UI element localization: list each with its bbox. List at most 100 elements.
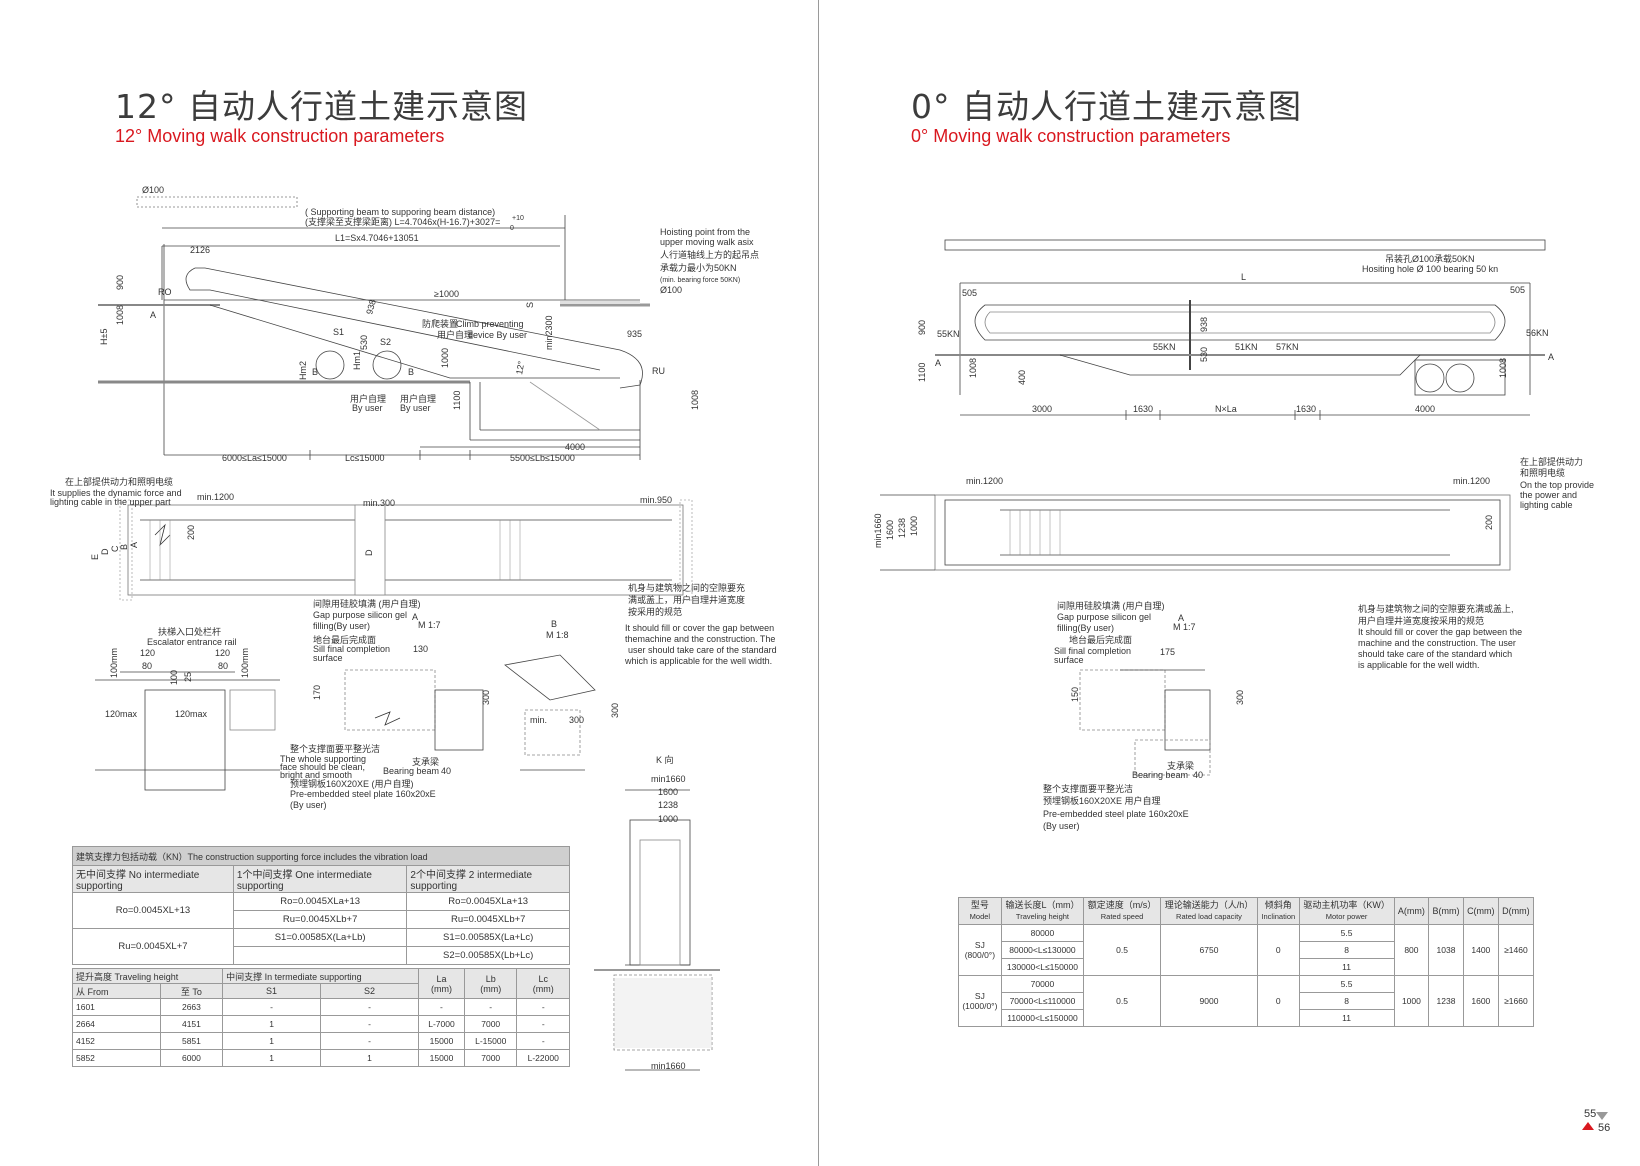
lbl-gap-en4: which is applicable for the well width. xyxy=(624,656,772,666)
arrow-up-icon xyxy=(1582,1122,1594,1130)
lbl-hoist-cn2: 承载力最小为50KN xyxy=(660,262,737,273)
table2-header-lc: Lc xyxy=(538,973,548,984)
lbl-face-en1: The whole supporting xyxy=(280,754,366,764)
lbl-80a: 80 xyxy=(142,661,152,671)
table2-header-la: La xyxy=(436,973,447,984)
r-lbl-plate-en2: (By user) xyxy=(1043,821,1080,831)
table1-cell: Ru=0.0045XLb+7 xyxy=(406,910,570,929)
lbl-1000: 1000 xyxy=(658,814,678,824)
lbl-120max-b: 120max xyxy=(175,709,208,719)
lbl-plate-en2: (By user) xyxy=(290,800,327,810)
table-row: SJ (1000/0°) 70000 0.5 9000 0 5.5 1000 1… xyxy=(958,975,1535,1027)
lbl-1008b: 1008 xyxy=(690,390,700,410)
lbl-sill-en2: surface xyxy=(313,653,343,663)
table1-cell: Ru=0.0045XL+7 xyxy=(72,928,234,965)
lbl-face-cn: 整个支撑面要平整光洁 xyxy=(290,743,380,754)
r-lbl-505b: 505 xyxy=(1510,285,1525,295)
lbl-bearing-en: Bearing beam xyxy=(383,766,439,776)
table3-header-cn: 驱动主机功率（KW） xyxy=(1303,900,1390,910)
table2-header: S1 xyxy=(222,983,322,999)
lbl-d-mid: D xyxy=(364,549,374,556)
lbl-h5: H±5 xyxy=(99,329,109,345)
r-lbl-56kn: 56KN xyxy=(1526,328,1549,338)
lbl-lc-range: Lc≤15000 xyxy=(345,453,384,463)
lbl-k: K 向 xyxy=(656,754,674,765)
lbl-gap-cn2: 满或盖上，用户自理井道宽度 xyxy=(628,594,745,605)
r-lbl-1008b: 1008 xyxy=(1498,358,1508,378)
lbl-1100: 1100 xyxy=(452,391,462,410)
lbl-m18: M 1:8 xyxy=(546,630,569,640)
lbl-user-en1: By user xyxy=(352,403,383,413)
table2-cell: - xyxy=(516,998,570,1016)
lbl-silicon-en1: Gap purpose silicon gel xyxy=(313,610,407,620)
r-lbl-silicon-en1: Gap purpose silicon gel xyxy=(1057,612,1151,622)
lbl-beam-cn: (支撑梁至支撑梁距离) L=4.7046x(H-16.7)+3027= xyxy=(305,216,500,227)
lbl-hoist-cn1: 人行道轴线上方的起吊点 xyxy=(660,249,759,260)
table2-cell: 1 xyxy=(222,1032,322,1050)
lbl-ru: RU xyxy=(652,366,665,376)
table3-header: 额定速度（m/s）Rated speed xyxy=(1083,897,1161,925)
r-lbl-gap-en4: is applicable for the well width. xyxy=(1358,660,1480,670)
lbl-12deg: 12° xyxy=(514,360,526,376)
lbl-c: C xyxy=(110,545,120,552)
r-lbl-530: 530 xyxy=(1199,347,1209,362)
right-plan-drawing xyxy=(880,494,1511,571)
r-lbl-hole-cn: 吊装孔Ø100承载50KN xyxy=(1385,253,1475,264)
table3-header: A(mm) xyxy=(1393,897,1430,925)
lbl-lb-range: 5500≤Lb≤15000 xyxy=(510,453,575,463)
table2-cell: 7000 xyxy=(463,1015,518,1033)
lbl-sill-en1: Sill final completion xyxy=(313,644,390,654)
table2-cell: - xyxy=(320,1015,419,1033)
construction-force-table: 建筑支撑力包括动载（KN）The construction supporting… xyxy=(72,846,570,965)
lbl-climb-cn2: 用户自理 xyxy=(437,329,473,340)
table2-header-la-unit: (mm) xyxy=(430,983,452,994)
lbl-power-cn: 在上部提供动力和照明电缆 xyxy=(65,476,173,487)
table2-cell: L-22000 xyxy=(516,1049,570,1067)
right-section-detail xyxy=(1079,669,1211,776)
lbl-a: A xyxy=(150,310,156,320)
lbl-ge1000: ≥1000 xyxy=(434,289,459,299)
r-lbl-4000: 4000 xyxy=(1415,404,1435,414)
lbl-user-cn2: 用户自理 xyxy=(400,393,436,404)
lbl-hoist-en1: Hoisting point from the xyxy=(660,227,750,237)
table3-power: 8 xyxy=(1298,941,1395,959)
table2-header: 至 To xyxy=(159,983,224,999)
table1-cell: Ro=0.0045XLa+13 xyxy=(232,892,408,911)
lbl-face-en3: bright and smooth xyxy=(280,770,352,780)
lbl-min: min. xyxy=(530,715,547,725)
r-lbl-505a: 505 xyxy=(962,288,977,298)
r-lbl-40: 40 xyxy=(1193,770,1203,780)
table2-header: 提升高度 Traveling height xyxy=(71,968,224,984)
r-lbl-hole-en: Hositing hole Ø 100 bearing 50 kn xyxy=(1362,264,1498,274)
lbl-hm1: Hm1 xyxy=(352,351,362,370)
table3-power: 11 xyxy=(1298,1009,1395,1027)
r-lbl-top-en3: lighting cable xyxy=(1520,500,1573,510)
table1-cell: Ro=0.0045XL+13 xyxy=(72,892,234,929)
lbl-120b: 120 xyxy=(215,648,230,658)
table3-header-cn: 型号 xyxy=(970,900,989,910)
table3-capacity: 9000 xyxy=(1159,975,1259,1027)
left-plan-drawing xyxy=(119,499,693,601)
table-row: SJ (800/0°) 80000 0.5 6750 0 5.5 800 103… xyxy=(958,924,1535,976)
page-number-left: 55 xyxy=(1584,1108,1597,1120)
lbl-s2: S2 xyxy=(380,337,391,347)
r-lbl-55kn: 55KN xyxy=(937,329,960,339)
table3-header-cn: 输送长度L（mm） xyxy=(1005,900,1080,910)
table3-header-en: Traveling height xyxy=(1015,912,1069,921)
table2-cell: 4152 xyxy=(72,1032,161,1050)
r-lbl-57kn: 57KN xyxy=(1276,342,1299,352)
table3-header-cn: 理论输送能力（人/h） xyxy=(1164,900,1254,910)
table3-b: 1238 xyxy=(1428,975,1464,1027)
table3-header: C(mm) xyxy=(1462,897,1499,925)
lbl-80b: 80 xyxy=(218,661,228,671)
lbl-min1660: min1660 xyxy=(651,774,686,784)
r-lbl-gap-en1: It should fill or cover the gap between … xyxy=(1358,627,1522,637)
lbl-min2300: min2300 xyxy=(544,315,554,350)
lbl-ro: RO xyxy=(158,287,172,297)
r-lbl-sill-en1: Sill final completion xyxy=(1054,646,1131,656)
r-lbl-bearing-en: Bearing beam xyxy=(1132,770,1188,780)
lbl-b2: B xyxy=(408,367,414,377)
table2-cell: - xyxy=(222,998,322,1016)
table1-header: 2个中间支撑 2 intermediate supporting xyxy=(406,865,570,893)
r-lbl-face-cn: 整个支撑面要平整光洁 xyxy=(1043,783,1133,794)
